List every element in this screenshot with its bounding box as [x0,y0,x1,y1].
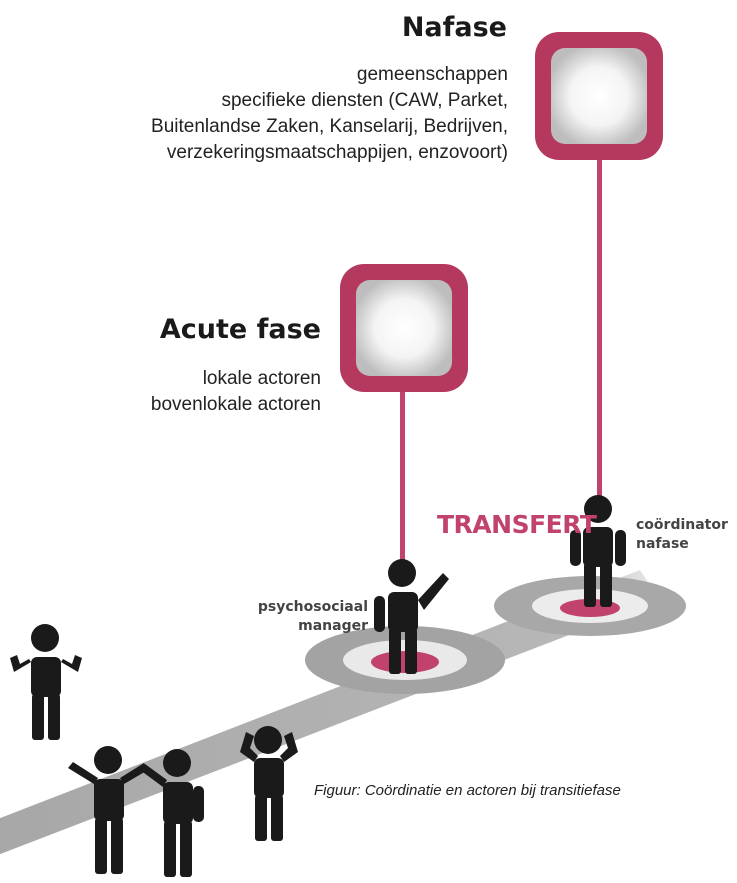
hands-on-head-figure-icon [240,726,298,841]
acute-title: Acute fase [159,314,321,345]
frame-nafase-icon [535,32,663,160]
stem-nafase [597,158,602,498]
nafase-line: gemeenschappen [356,64,508,85]
nafase-actor-list: gemeenschappen specifieke diensten (CAW,… [151,62,508,166]
acute-line: bovenlokale actoren [150,394,321,415]
nafase-line: specifieke diensten (CAW, Parket, [221,90,508,111]
manager-figure-icon [374,559,449,674]
shrugging-figure-icon [10,624,82,740]
coordinator-label: coördinator nafase [636,516,728,554]
role-line: nafase [636,536,689,552]
stem-acute [400,388,405,563]
transfert-label: TRANSFERT [437,510,597,539]
frame-acute-icon [340,264,468,392]
role-line: psychosociaal [257,599,368,615]
nafase-title: Nafase [401,12,507,43]
figure-caption: Figuur: Coördinatie en actoren bij trans… [314,782,621,799]
manager-label: psychosociaal manager [258,598,368,636]
role-line: coördinator [636,517,728,533]
coordinator-figure-icon [570,495,626,607]
nafase-line: Buitenlandse Zaken, Kanselarij, Bedrijve… [151,116,508,137]
acute-actor-list: lokale actoren bovenlokale actoren [151,366,321,418]
cheering-figure-icon [140,749,204,877]
nafase-line: verzekeringsmaatschappijen, enzovoort) [166,142,508,163]
acute-line: lokale actoren [202,368,321,389]
role-line: manager [298,618,368,634]
cheering-figure-icon [68,746,148,874]
